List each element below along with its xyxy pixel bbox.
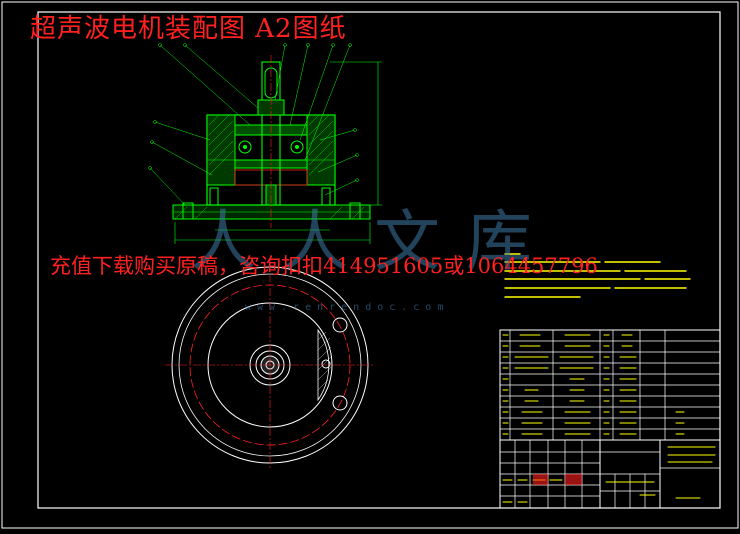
- part-leader-lines: [149, 44, 358, 206]
- housing-wall-right: [306, 114, 336, 186]
- part-number-marks: [148, 43, 359, 182]
- bolt-right: [321, 187, 331, 206]
- flat-cut: [317, 328, 330, 402]
- promo-banner: 充值下载购买原稿，咨询扣扣414951605或1064457796: [50, 254, 598, 278]
- technical-notes: [504, 253, 691, 298]
- pin-hole: [321, 359, 331, 369]
- flat-hatching: [317, 331, 333, 391]
- red-cell-2: [565, 474, 582, 485]
- mount-hole-top: [332, 317, 348, 333]
- drawing-frame: [37, 11, 721, 509]
- bearing-left: [238, 140, 252, 154]
- bearing-right: [290, 140, 304, 154]
- watermark-logo-text: 人人文库: [190, 203, 558, 280]
- section-hatching: [174, 114, 365, 220]
- top-view: [165, 260, 375, 470]
- bolt-left: [209, 187, 219, 206]
- watermark-url: www.renrendoc.com: [245, 302, 450, 313]
- parts-list-text: [502, 334, 716, 503]
- section-view: [149, 44, 382, 244]
- drawing-title: 超声波电机装配图 A2图纸: [30, 14, 347, 44]
- mount-hole-bottom: [332, 395, 348, 411]
- red-cell-1: [533, 474, 548, 485]
